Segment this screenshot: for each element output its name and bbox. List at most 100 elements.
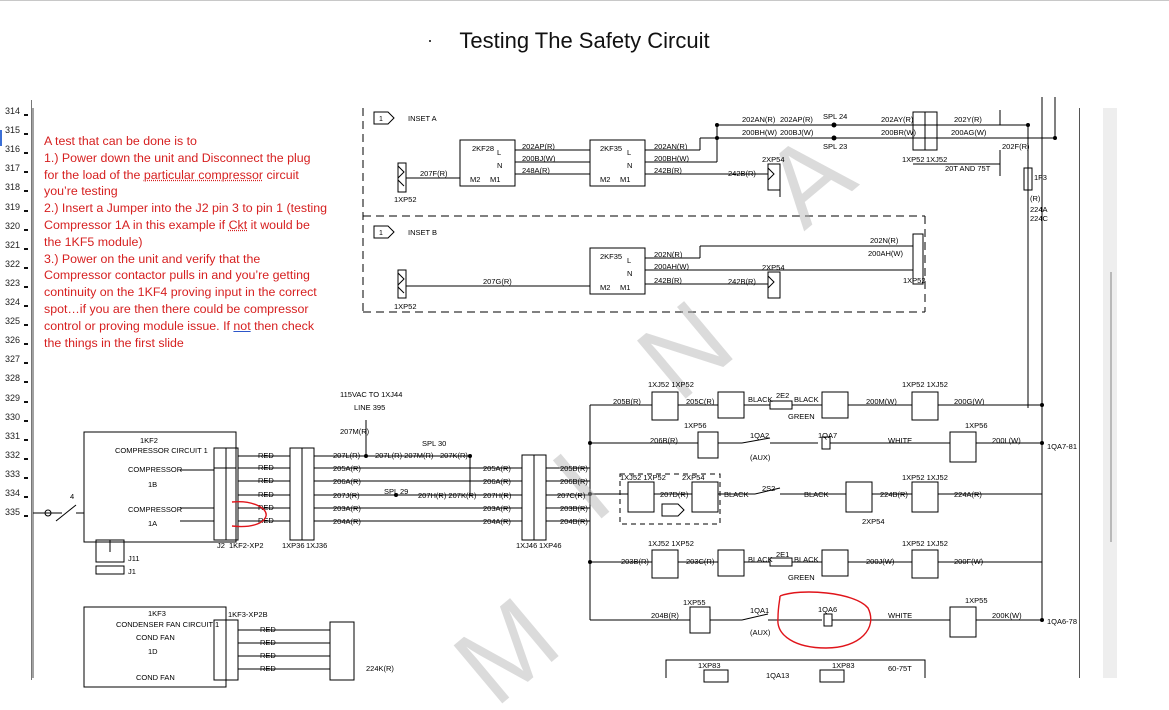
jack-label: J11 [128, 554, 140, 563]
inset-b-number: 1 [379, 230, 383, 237]
ruler-tick [24, 515, 28, 518]
compressor-1b-label: COMPRESSOR [128, 465, 183, 474]
ruler-number: 332 [5, 449, 21, 460]
heater-label: 2E2 [776, 391, 789, 400]
note-text: for the load of the [44, 167, 144, 182]
wire-color-label: WHITE [888, 611, 912, 620]
inset-a-number: 1 [379, 116, 383, 123]
title-cursor-mark [429, 40, 431, 42]
wire-label: 207J(R) [333, 491, 360, 500]
wire-color-label: GREEN [788, 573, 815, 582]
terminal-label: L [627, 148, 631, 157]
compressor-1a-label: COMPRESSOR [128, 505, 183, 514]
wire-color-label: RED [260, 638, 276, 647]
wire-color-label: BLACK [794, 395, 819, 404]
ruler-number: 315 [5, 125, 21, 136]
jack-label: J1 [128, 567, 136, 576]
drawing-frame-right [1079, 108, 1080, 678]
note-line: you’re testing [44, 184, 118, 199]
wire-label: 242B(R) [654, 166, 682, 175]
compressor-1a-id: 1A [148, 519, 157, 528]
wire-label: 204B(R) [651, 611, 679, 620]
connector-label: 2XP54 [682, 473, 705, 482]
wire-label: 200BR(W) [881, 128, 917, 137]
splice-label: SPL 30 [422, 439, 446, 448]
ruler-tick [24, 171, 28, 174]
scrollbar-thumb[interactable] [1110, 272, 1112, 542]
terminal-label: L [497, 148, 501, 157]
ruler-number: 325 [5, 316, 21, 327]
terminal-label: L [627, 256, 631, 265]
ruler-tick [24, 190, 28, 193]
ruler-tick [24, 305, 28, 307]
module-1kf3-label: 1KF3 [148, 609, 166, 618]
supply-label: 115VAC TO 1XJ44 [340, 390, 402, 399]
ruler-number: 324 [5, 297, 21, 307]
wire-color-label: WHITE [888, 436, 912, 445]
wire-label: 200BH(W) [742, 128, 778, 137]
connector-label: 1XJ52 1XP52 [620, 473, 666, 482]
test-instructions-note: A test that can be done is to 1.) Power … [44, 133, 349, 351]
ruler-number: 323 [5, 277, 21, 288]
wire-label: 200AG(W) [951, 128, 987, 137]
ruler-number: 314 [5, 106, 21, 116]
connector-label: 1XP52 1XJ52 [902, 380, 948, 389]
wire-label: 203B(R) [621, 557, 649, 566]
note-text: then check [250, 318, 315, 333]
wire-label: 200L(W) [992, 436, 1021, 445]
wire-color-label: RED [260, 664, 276, 673]
wire-label: 202N(R) [870, 236, 899, 245]
ruler-tick [24, 209, 28, 212]
terminal-label: M1 [620, 283, 630, 292]
note-line: for the load of the particular compresso… [44, 167, 349, 184]
fan-label: COND FAN [136, 673, 175, 682]
inset-b-label: INSET B [408, 228, 437, 237]
connector-label: 1XP55 [965, 596, 988, 605]
wire-color-label: GREEN [788, 412, 815, 421]
ruler-number: 322 [5, 258, 21, 269]
terminal-label: M1 [620, 175, 630, 184]
wire-color-label: RED [258, 451, 274, 460]
wire-label: 202Y(R) [954, 115, 982, 124]
note-text: Compressor 1A in this example if [44, 217, 229, 232]
wire-color-label: BLACK [748, 395, 773, 404]
connector-label: 2XP54 [862, 517, 885, 526]
wire-label: 206B(R) [650, 436, 678, 445]
relay-2kf35-label: 2KF35 [600, 252, 622, 261]
wire-label: 224A(R) [954, 490, 982, 499]
wire-color-label: BLACK [804, 490, 829, 499]
wire-label: 204A(R) [333, 517, 361, 526]
watermark-letter: M [432, 574, 581, 710]
wire-label: 202AP(R) [780, 115, 813, 124]
wire-label: 205C(R) [686, 397, 715, 406]
wire-label: (R) [1030, 194, 1041, 203]
wire-color-label: BLACK [794, 555, 819, 564]
connector-label: 1XP56 [684, 421, 707, 430]
ruler-tick [24, 133, 28, 136]
note-text: it would be [247, 217, 310, 232]
ruler-tick [24, 114, 28, 116]
inset-a-label: INSET A [408, 114, 437, 123]
wire-label: 207D(R) [660, 490, 689, 499]
connector-label: 1XP52 [394, 302, 417, 311]
wire-color-label: RED [258, 463, 274, 472]
wire-label: 200M(W) [866, 397, 897, 406]
connector-label: J2 [217, 541, 225, 550]
connector-label: 1XP46 [539, 541, 562, 550]
compressor-1b-id: 1B [148, 480, 157, 489]
connector-label: 1XP52 1XJ52 [902, 473, 948, 482]
wire-label: 202AN(R) [654, 142, 688, 151]
ruler-tick [24, 496, 28, 498]
wire-color-label: RED [260, 625, 276, 634]
fuse-label: 1F3 [1034, 173, 1047, 182]
jumper-annotation-mark [231, 500, 267, 528]
wire-color-label: RED [258, 490, 274, 499]
ruler-selection-marker [0, 130, 2, 146]
connector-label: 1XP52 [902, 155, 925, 164]
wire-label: 242B(R) [654, 276, 682, 285]
note-text: circuit [263, 167, 299, 182]
ruler-tick [24, 266, 28, 269]
wire-label: 202AY(R) [881, 115, 914, 124]
